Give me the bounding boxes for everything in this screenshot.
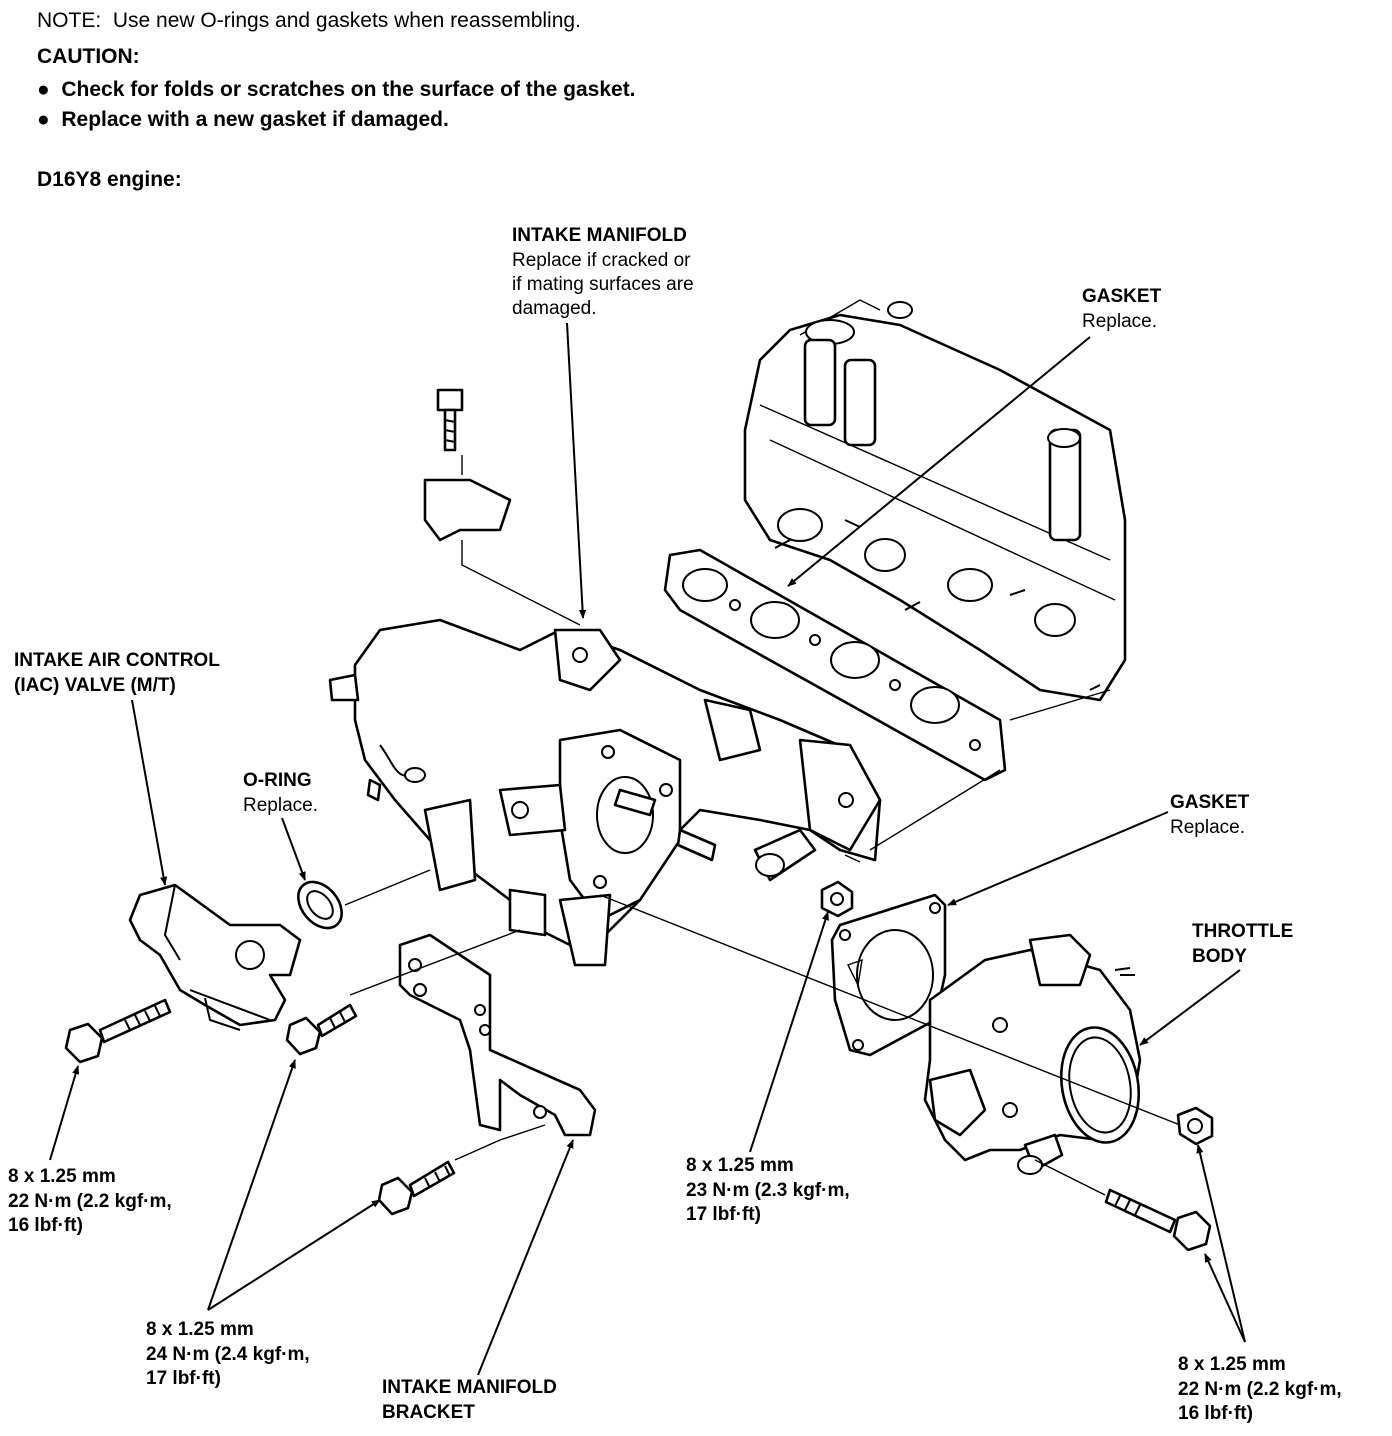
center-nut	[820, 880, 854, 918]
center-nut-torque-ft: 17 lbf·ft)	[686, 1204, 761, 1225]
intake-manifold-bracket	[398, 933, 597, 1137]
iac-valve	[128, 883, 302, 1031]
intake-manifold-title: INTAKE MANIFOLD	[512, 225, 687, 246]
engine-label: D16Y8 engine:	[37, 168, 182, 191]
bracket-bolts-size: 8 x 1.25 mm	[146, 1319, 254, 1340]
iac-valve-title-2: (IAC) VALVE (M/T)	[14, 675, 176, 696]
throttle-body-title-2: BODY	[1192, 946, 1247, 967]
bracket-bolt-upper	[285, 1003, 358, 1056]
caution-bullet-1: ● Check for folds or scratches on the su…	[37, 78, 636, 101]
throttle-gasket	[830, 893, 947, 1057]
iac-bolt	[64, 998, 172, 1064]
iac-valve-title: INTAKE AIR CONTROL	[14, 650, 220, 671]
bracket-bolt-lower	[377, 1160, 456, 1216]
throttle-body	[923, 933, 1142, 1175]
gasket-right-title: GASKET	[1170, 792, 1250, 813]
throttle-bolts-torque: 22 N·m (2.2 kgf·m,	[1178, 1379, 1342, 1400]
intake-manifold	[328, 618, 882, 967]
leader-arrows	[49, 322, 1246, 1376]
iac-bolt-torque: 22 N·m (2.2 kgf·m,	[8, 1191, 172, 1212]
gasket-top-title: GASKET	[1082, 286, 1162, 307]
gasket-top-sub: Replace.	[1082, 311, 1157, 332]
throttle-body-title: THROTTLE	[1192, 921, 1294, 942]
assembly-lines	[344, 689, 1181, 1196]
bracket-title: INTAKE MANIFOLD	[382, 1377, 557, 1398]
caution-bullet-1-text: Check for folds or scratches on the surf…	[61, 78, 636, 101]
caution-bullet-2-text: Replace with a new gasket if damaged.	[61, 108, 449, 131]
throttle-bolts-torque-ft: 16 lbf·ft)	[1178, 1403, 1253, 1424]
o-ring-title: O-RING	[243, 770, 312, 791]
center-nut-torque: 23 N·m (2.3 kgf·m,	[686, 1180, 850, 1201]
center-nut-size: 8 x 1.25 mm	[686, 1155, 794, 1176]
bracket-bolts-torque: 24 N·m (2.4 kgf·m,	[146, 1344, 310, 1365]
intake-manifold-note-1: Replace if cracked or	[512, 250, 691, 271]
throttle-bolts-size: 8 x 1.25 mm	[1178, 1354, 1286, 1375]
intake-manifold-note-3: damaged.	[512, 298, 597, 319]
o-ring-sub: Replace.	[243, 795, 318, 816]
caution-bullet-2: ● Replace with a new gasket if damaged.	[37, 108, 449, 131]
throttle-bolt	[1104, 1188, 1212, 1252]
manifold-gasket	[663, 548, 1007, 782]
harness-bracket	[423, 388, 581, 626]
bracket-bolts-torque-ft: 17 lbf·ft)	[146, 1368, 221, 1389]
iac-bolt-torque-ft: 16 lbf·ft)	[8, 1215, 83, 1236]
o-ring	[297, 880, 343, 930]
gasket-right-sub: Replace.	[1170, 817, 1245, 838]
cylinder-head	[743, 299, 1127, 702]
caution-title: CAUTION:	[37, 45, 140, 68]
note-text: NOTE: Use new O-rings and gaskets when r…	[37, 9, 581, 32]
bracket-title-2: BRACKET	[382, 1402, 475, 1423]
intake-manifold-note-2: if mating surfaces are	[512, 274, 694, 295]
throttle-nut	[1176, 1106, 1214, 1146]
iac-bolt-size: 8 x 1.25 mm	[8, 1166, 116, 1187]
